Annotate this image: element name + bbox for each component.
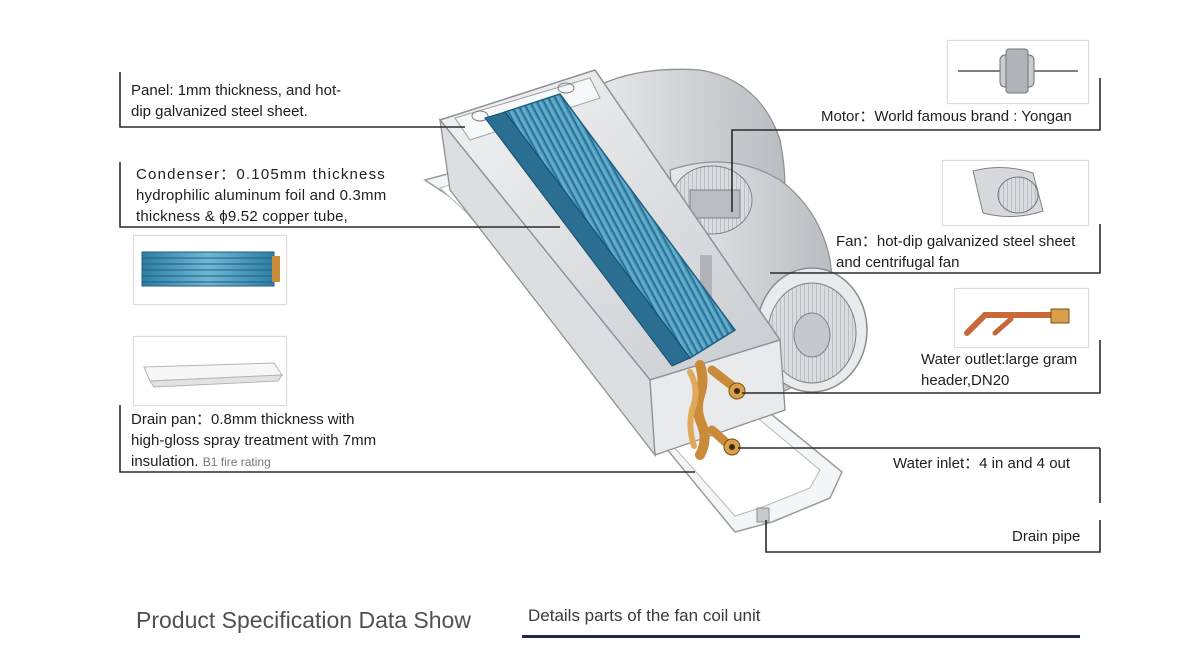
motor-thumbnail [947, 40, 1089, 104]
details-parts-title: Details parts of the fan coil unit [528, 606, 761, 625]
product-spec-title: Product Specification Data Show [136, 607, 471, 633]
motor-leader [731, 78, 1101, 212]
coil-image [141, 251, 280, 287]
drain-pan-thumbnail [133, 336, 287, 406]
condenser-label-line3: thickness & ϕ9.52 copper tube, [136, 208, 349, 225]
condenser-leader [119, 162, 560, 228]
condenser-coil [484, 93, 737, 367]
water-outlet-leader [742, 340, 1101, 394]
drain-pan-label: Drain pan：0.8mm thickness with high-glos… [131, 409, 376, 473]
condenser-label-line1: Condenser：0.105mm thickness [136, 166, 387, 183]
water-outlet-label-line1: Water outlet:large gram [921, 351, 1078, 368]
condenser-label-line2: hydrophilic aluminum foil and 0.3mm [136, 187, 387, 204]
water-outlet-thumbnail [954, 288, 1089, 348]
fan-label-line2: and centrifugal fan [836, 254, 960, 271]
motor-label: Motor：World famous brand : Yongan [821, 108, 1072, 125]
blower-housing [599, 68, 868, 396]
fan-label-line1: Fan：hot-dip galvanized steel sheet [836, 233, 1076, 250]
drain-pipe-stub [756, 507, 770, 523]
leader-lines [119, 72, 1101, 553]
water-inlet-label: Water inlet：4 in and 4 out [893, 455, 1071, 472]
panel-leader [119, 72, 465, 128]
footer-underline-bar [522, 635, 1080, 638]
fan-thumbnail [942, 160, 1089, 226]
condenser-label: Condenser：0.105mm thickness hydrophilic … [136, 164, 386, 227]
fan-image [972, 167, 1044, 217]
water-outlet-label: Water outlet:large gram header,DN20 [921, 349, 1077, 391]
panel-label-line2: dip galvanized steel sheet. [131, 103, 308, 120]
copper-header [687, 360, 746, 460]
drain-pan-label-line3-text: insulation. [131, 453, 199, 470]
drain-pan-label-line3: insulation. B1 fire rating [131, 451, 376, 473]
header-image [964, 308, 1070, 336]
fan-label: Fan：hot-dip galvanized steel sheet and c… [836, 231, 1075, 273]
panel-label: Panel: 1mm thickness, and hot- dip galva… [131, 80, 341, 122]
drain-pan-label-line2: high-gloss spray treatment with 7mm [131, 432, 377, 449]
drain-pipe-leader [765, 520, 1101, 553]
fire-rating-note: B1 fire rating [202, 455, 271, 469]
drain-pan-leader [119, 405, 695, 473]
panel-label-line1: Panel: 1mm thickness, and hot- [131, 82, 342, 99]
pan-image [143, 362, 283, 388]
fan-leader [770, 224, 1101, 274]
motor-image [958, 48, 1078, 94]
drain-pan-label-line1: Drain pan：0.8mm thickness with [131, 411, 355, 428]
water-outlet-label-line2: header,DN20 [921, 372, 1010, 389]
condenser-thumbnail [133, 235, 287, 305]
drain-pipe-label: Drain pipe [1012, 528, 1081, 545]
